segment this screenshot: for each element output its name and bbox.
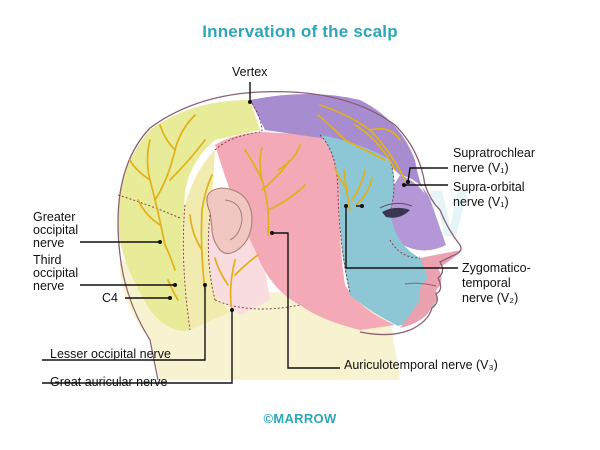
neck-outline	[119, 254, 159, 381]
leader-lines	[42, 82, 458, 384]
label-greater-occipital-line2: occipital	[33, 223, 79, 237]
v2-region	[320, 135, 435, 326]
label-c4: C4	[102, 291, 118, 305]
label-supraorbital-line1: Supra-orbital	[453, 180, 525, 194]
label-supraorbital-line2: nerve (V₁)	[453, 195, 509, 209]
lower-face	[400, 250, 462, 328]
label-auriculotemporal: Auriculotemporal nerve (V₃)	[344, 358, 498, 372]
ear	[206, 187, 253, 255]
v3-region	[215, 132, 395, 330]
label-greater-occipital-line3: nerve	[33, 236, 65, 250]
eye-icon	[382, 207, 410, 218]
label-supratrochlear-line1: Supratrochlear	[453, 146, 535, 160]
label-zygomaticotemporal-line2: temporal	[462, 276, 511, 290]
v1-upper-face	[383, 175, 446, 251]
v1-region	[250, 94, 432, 205]
label-vertex: Vertex	[232, 65, 268, 79]
label-supratrochlear-line2: nerve (V₁)	[453, 161, 509, 175]
nerve-branches	[129, 104, 406, 311]
label-zygomaticotemporal-line3: nerve (V₂)	[462, 291, 519, 305]
region-boundaries	[117, 99, 421, 331]
diagram-title: Innervation of the scalp	[202, 22, 398, 41]
label-third-occipital-line1: Third	[33, 253, 62, 267]
label-third-occipital-line2: occipital	[33, 266, 79, 280]
label-lesser-occipital: Lesser occipital nerve	[50, 347, 171, 361]
greater-occipital-region	[117, 100, 260, 331]
label-third-occipital-line3: nerve	[33, 279, 65, 293]
leader-dots	[158, 100, 410, 312]
label-zygomaticotemporal-line1: Zygomatico-	[462, 261, 531, 275]
mouth	[404, 282, 437, 287]
head-outline	[117, 90, 462, 336]
footer-brand: ©MARROW	[263, 411, 337, 426]
label-greater-occipital-line1: Greater	[33, 210, 76, 224]
label-great-auricular: Great auricular nerve	[50, 375, 168, 389]
lesser-occipital-region	[181, 150, 230, 330]
